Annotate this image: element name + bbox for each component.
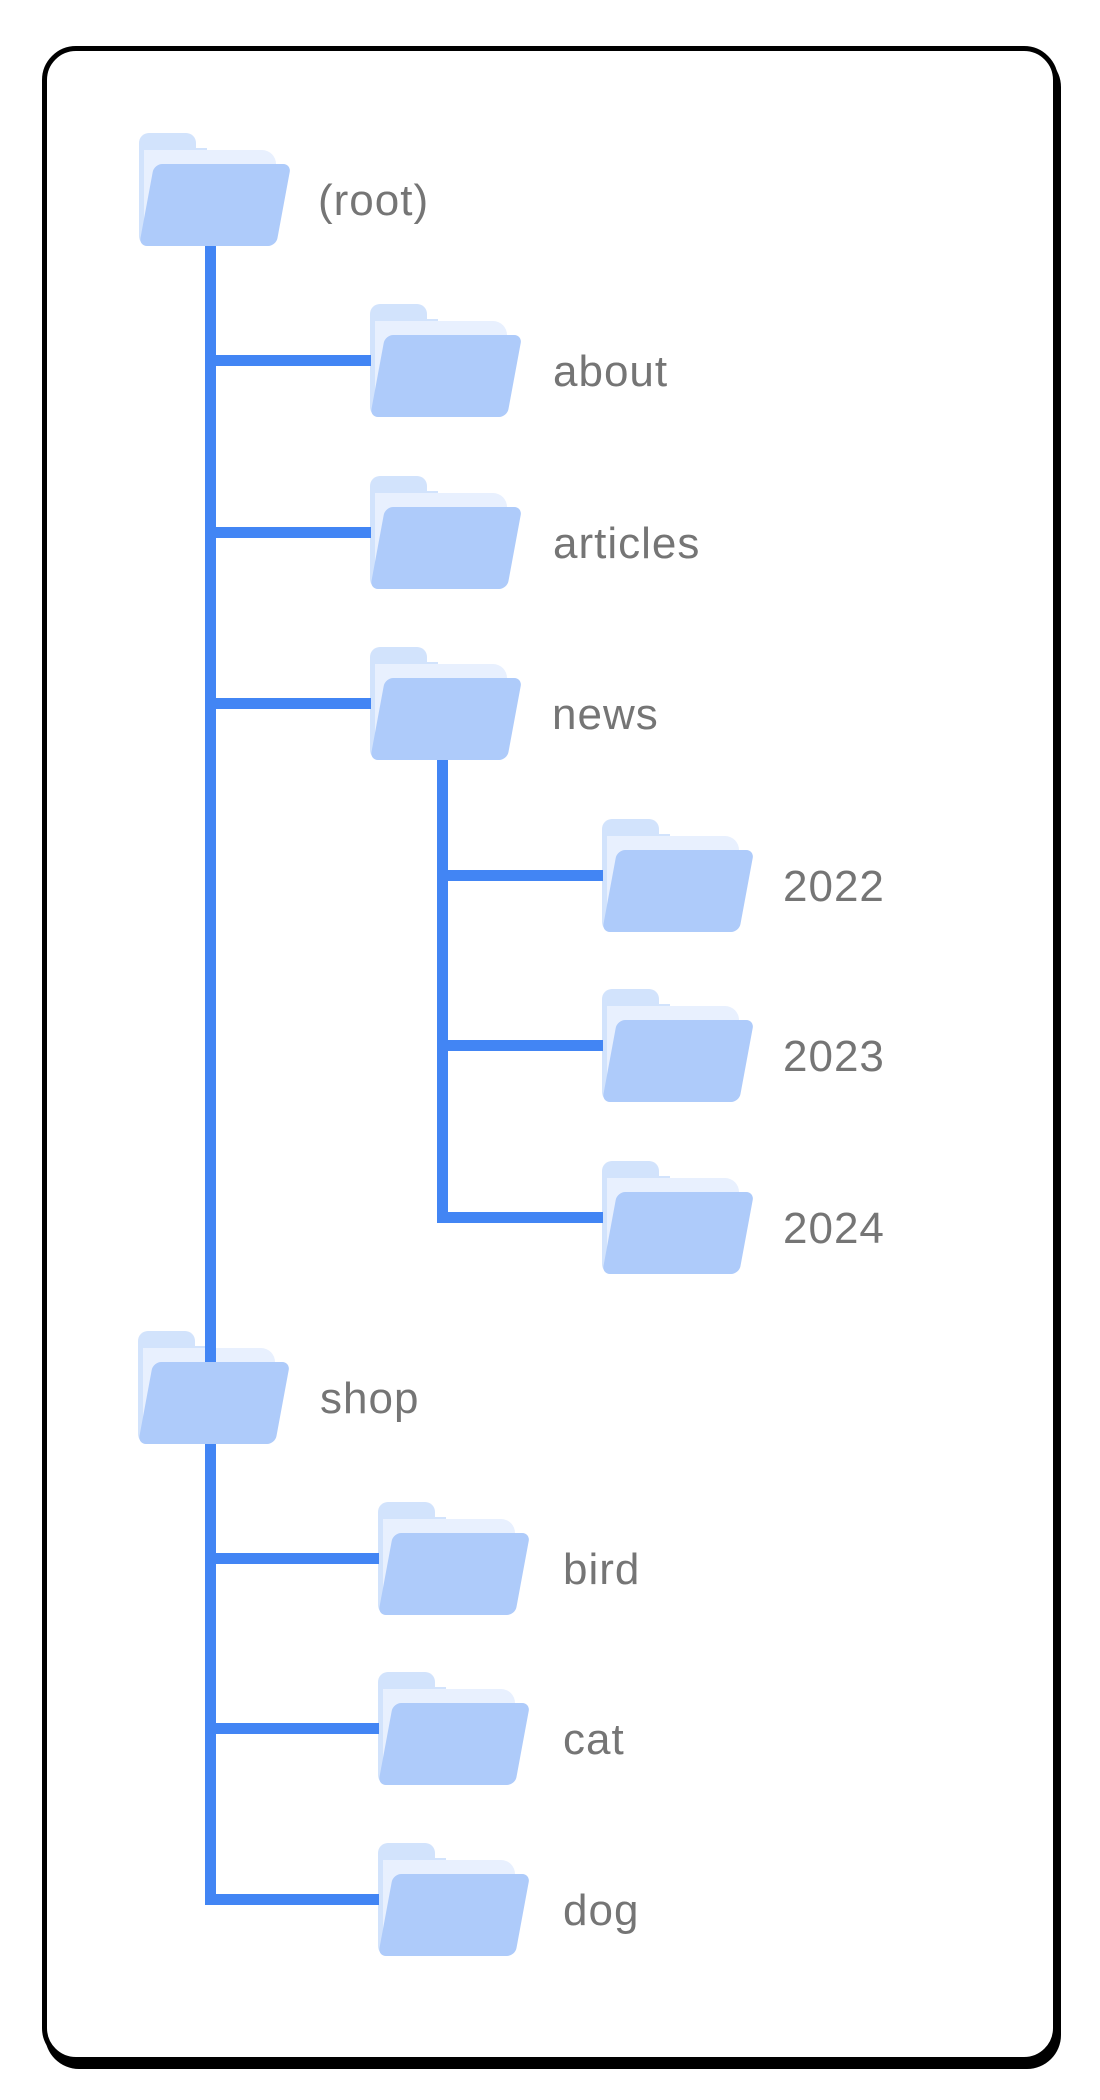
- folder-label-news: news: [552, 690, 659, 739]
- folder-label-bird: bird: [563, 1545, 641, 1594]
- connector-branch-2023: [437, 1040, 603, 1051]
- connector-branch-bird: [205, 1553, 379, 1564]
- folder-front-shape: [370, 678, 523, 760]
- folder-icon-2023: [602, 989, 755, 1102]
- connector-branch-2022: [437, 870, 603, 881]
- folder-label-2024: 2024: [783, 1204, 885, 1253]
- folder-front-shape: [378, 1874, 531, 1956]
- folder-front-shape: [602, 1020, 755, 1102]
- folder-icon-articles: [370, 476, 523, 589]
- connector-branch-news: [205, 698, 371, 709]
- folder-front-shape: [139, 164, 292, 246]
- connector-branch-articles: [205, 527, 371, 538]
- folder-label-root: (root): [318, 176, 430, 225]
- folder-front-shape: [370, 507, 523, 589]
- folder-front-shape: [370, 335, 523, 417]
- connector-branch-dog: [205, 1894, 379, 1905]
- folder-icon-dog: [378, 1843, 531, 1956]
- connector-branch-2024: [437, 1212, 603, 1223]
- folder-front-shape: [602, 850, 755, 932]
- folder-icon-about: [370, 304, 523, 417]
- folder-front-shape: [378, 1533, 531, 1615]
- folder-front-shape: [602, 1192, 755, 1274]
- folder-label-shop: shop: [320, 1374, 420, 1423]
- folder-front-shape: [138, 1362, 291, 1444]
- folder-front-shape: [378, 1703, 531, 1785]
- connector-trunk-root: [205, 245, 216, 1905]
- folder-label-2023: 2023: [783, 1032, 885, 1081]
- connector-branch-about: [205, 355, 371, 366]
- folder-label-dog: dog: [563, 1886, 640, 1935]
- folder-label-cat: cat: [563, 1715, 625, 1764]
- folder-icon-2022: [602, 819, 755, 932]
- folder-icon-bird: [378, 1502, 531, 1615]
- folder-icon-news: [370, 647, 523, 760]
- connector-branch-cat: [205, 1723, 379, 1734]
- folder-label-articles: articles: [553, 519, 701, 568]
- diagram-card: [42, 46, 1058, 2062]
- folder-icon-root: [139, 133, 292, 246]
- folder-icon-cat: [378, 1672, 531, 1785]
- folder-label-2022: 2022: [783, 862, 885, 911]
- folder-icon-2024: [602, 1161, 755, 1274]
- connector-trunk-news: [437, 760, 448, 1223]
- folder-label-about: about: [553, 347, 669, 396]
